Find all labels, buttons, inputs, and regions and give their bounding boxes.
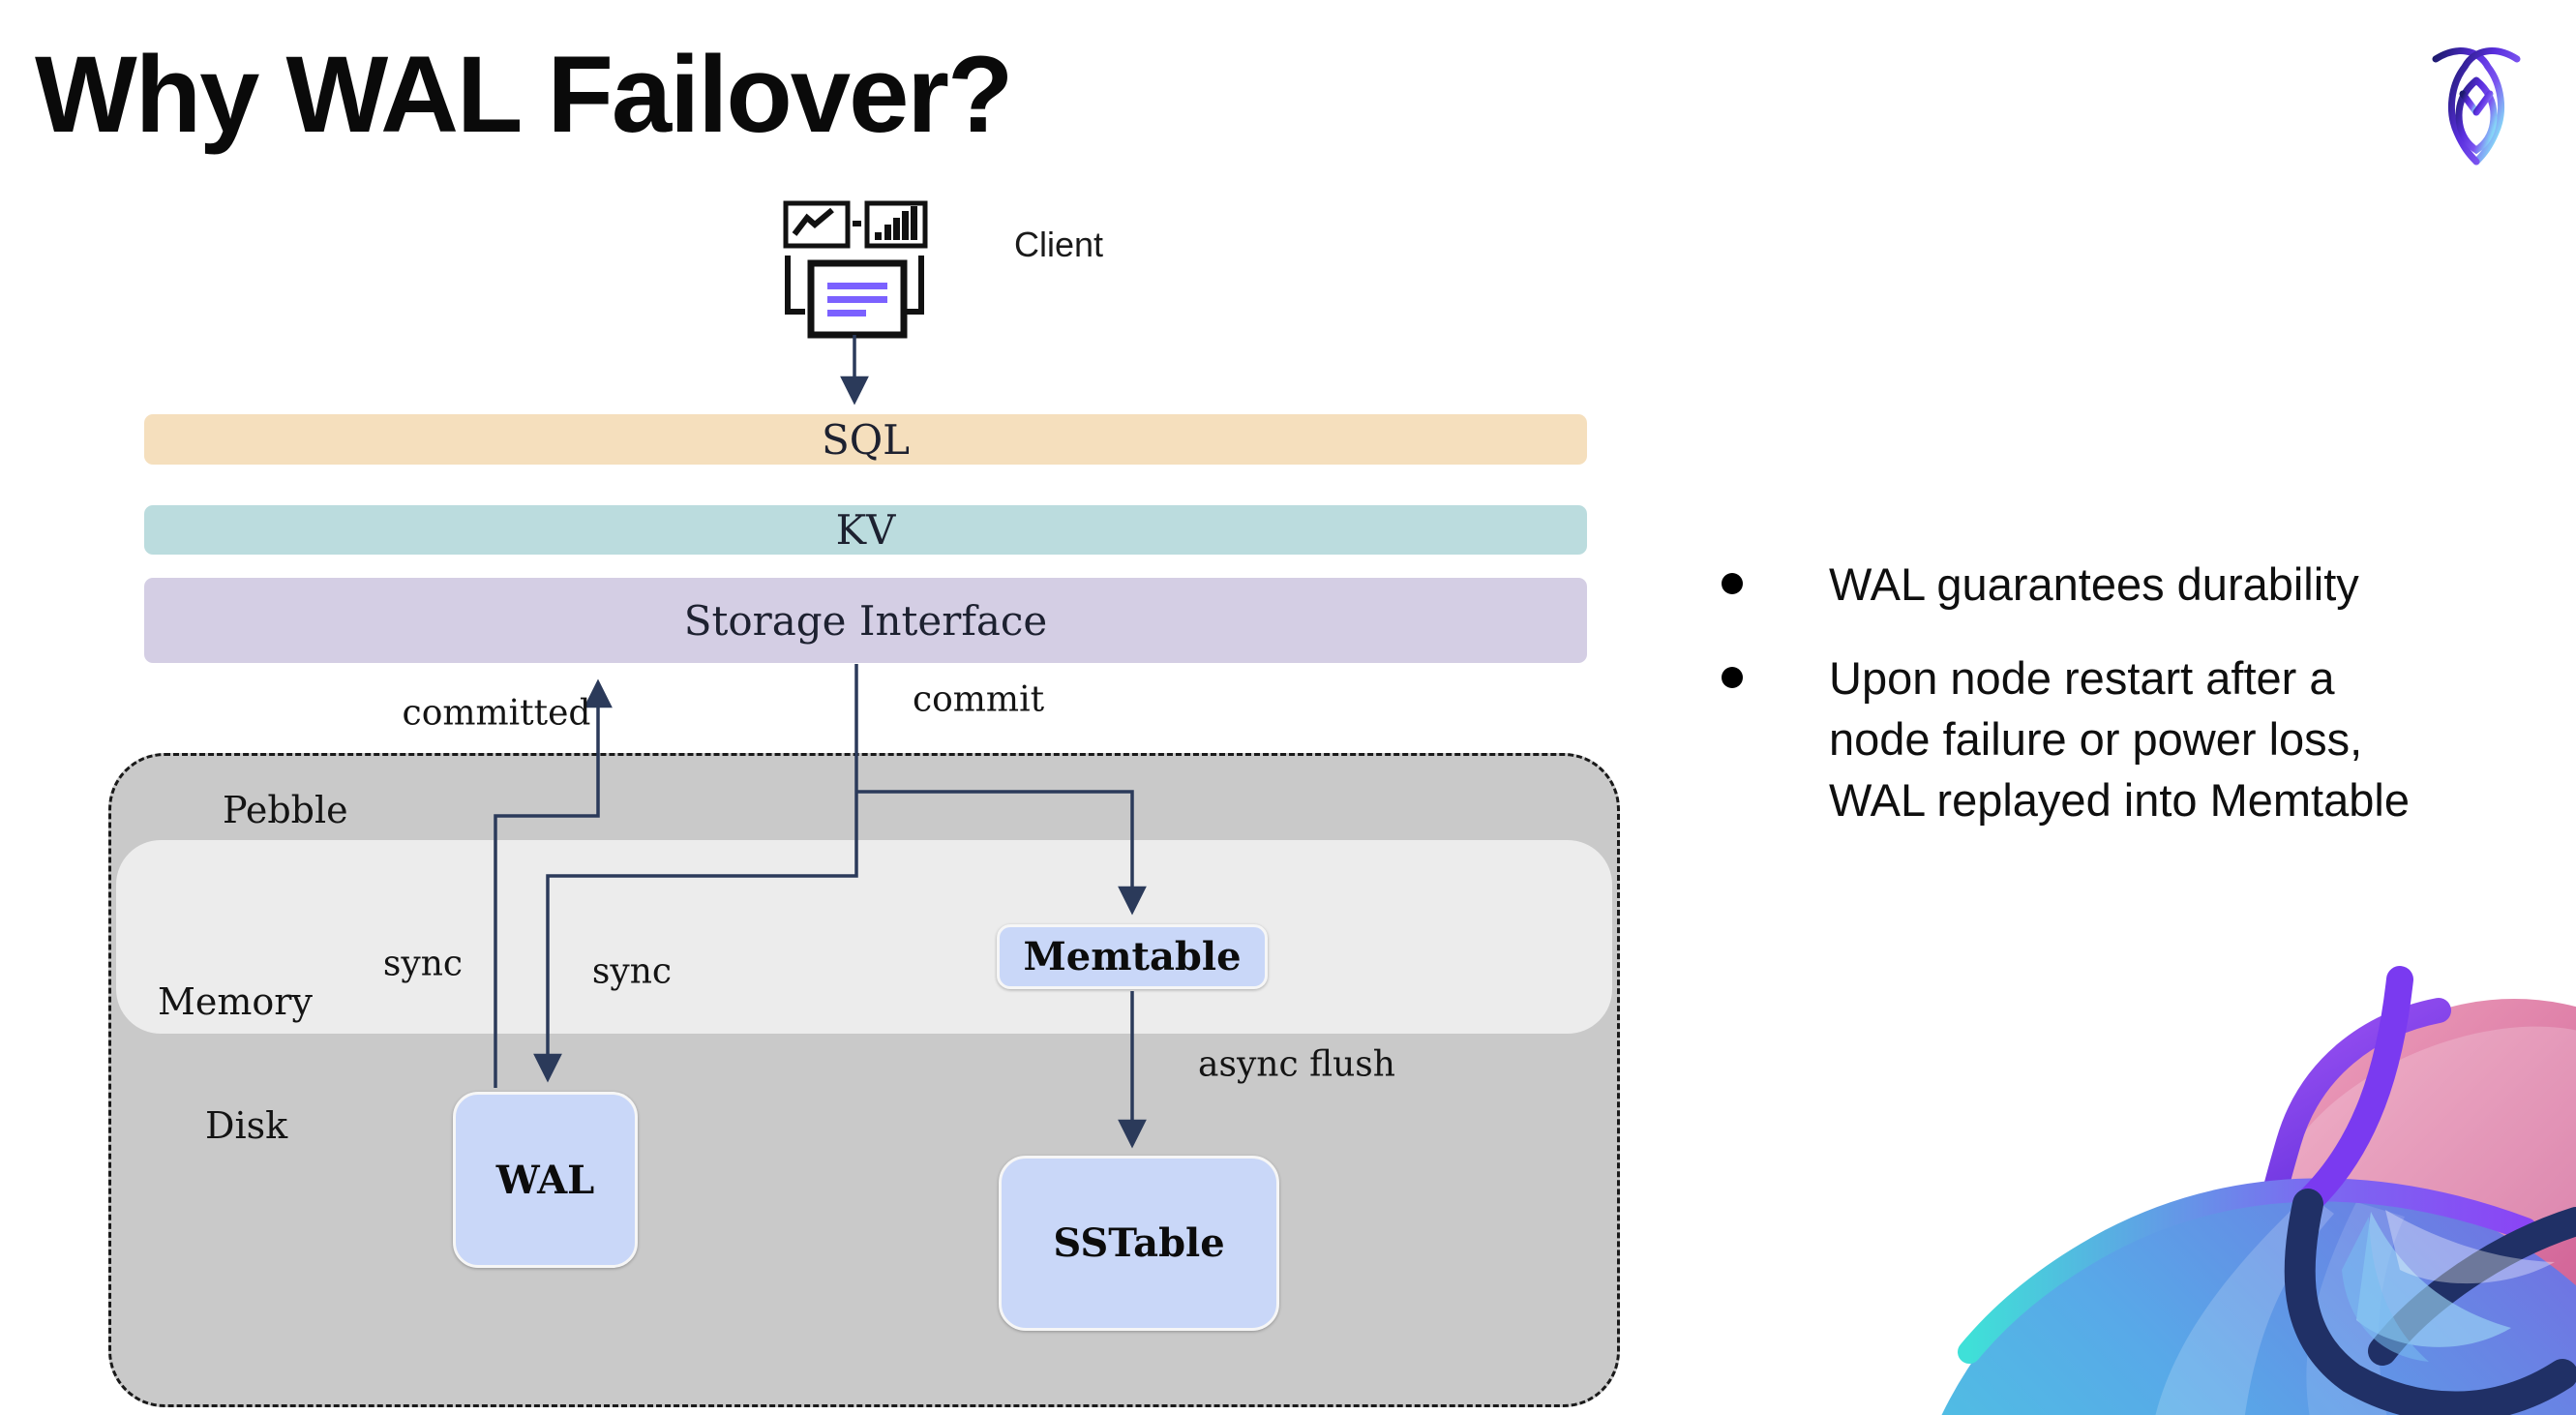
layer-bar-storage-label: Storage Interface (683, 596, 1048, 645)
page-title: Why WAL Failover? (35, 34, 1013, 155)
layer-bar-kv: KV (144, 505, 1587, 555)
chart-bars-icon (864, 200, 928, 249)
edge-label-committed: committed (402, 693, 591, 734)
node-sstable-label: SSTable (1053, 1220, 1225, 1266)
bullet-item: Upon node restart after a node failure o… (1722, 647, 2496, 830)
layer-bar-sql: SQL (144, 414, 1587, 465)
edge-label-sync-left: sync (382, 944, 464, 984)
node-wal: WAL (453, 1092, 638, 1268)
bullet-list: WAL guarantees durability Upon node rest… (1722, 554, 2496, 863)
client-icon (783, 200, 928, 339)
memory-region (116, 840, 1612, 1034)
edge-label-commit: commit (912, 679, 1045, 720)
bullet-text-line: node failure or power loss, (1829, 713, 2363, 765)
bullet-text-line: WAL guarantees durability (1829, 558, 2359, 610)
layer-bar-sql-label: SQL (821, 415, 911, 464)
bullet-text: Upon node restart after a node failure o… (1829, 647, 2410, 830)
dash-glyph (853, 221, 861, 226)
chart-line-icon (783, 200, 851, 249)
node-wal-label: WAL (495, 1157, 595, 1203)
bullet-text-line: WAL replayed into Memtable (1829, 774, 2410, 826)
client-label: Client (1014, 225, 1104, 264)
memory-label: Memory (158, 980, 313, 1023)
disk-label: Disk (205, 1104, 288, 1147)
edge-label-async-flush: async flush (1198, 1044, 1395, 1085)
decorative-graphic (1941, 966, 2576, 1415)
monitor-frame-icon (785, 256, 924, 315)
document-icon (807, 259, 908, 339)
bullet-dot (1722, 667, 1743, 688)
bullet-text: WAL guarantees durability (1829, 554, 2359, 615)
bullet-text-line: Upon node restart after a (1829, 652, 2335, 704)
node-memtable: Memtable (997, 924, 1268, 989)
bullet-dot (1722, 573, 1743, 594)
pebble-label: Pebble (223, 789, 348, 831)
edge-label-sync-right: sync (591, 951, 673, 992)
layer-bar-kv-label: KV (835, 506, 896, 554)
layer-bar-storage-interface: Storage Interface (144, 578, 1587, 663)
node-sstable: SSTable (999, 1156, 1279, 1331)
bullet-item: WAL guarantees durability (1722, 554, 2496, 615)
cockroachdb-logo-icon (2432, 47, 2521, 166)
node-memtable-label: Memtable (1023, 934, 1242, 979)
